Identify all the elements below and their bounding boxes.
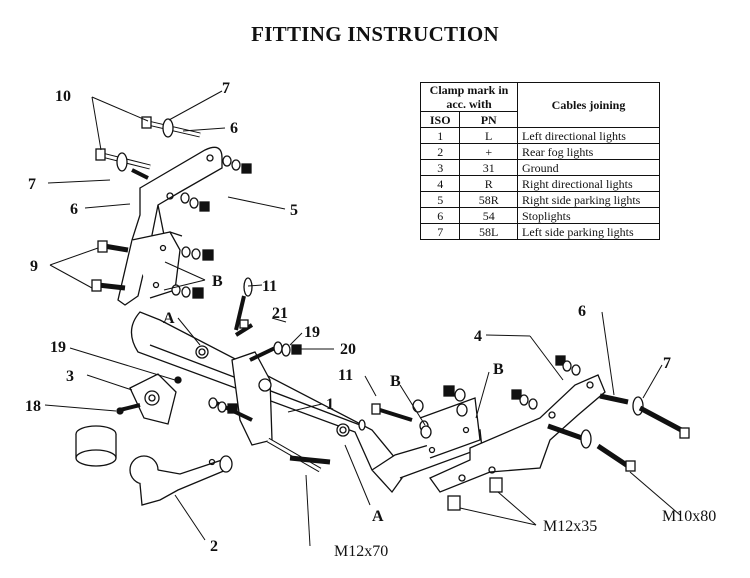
side-bracket-left (117, 146, 223, 306)
center-bracket (208, 277, 331, 473)
legend-cable: Ground (517, 159, 660, 176)
callout-6-right: 6 (578, 303, 586, 320)
legend-pn: 54 (459, 207, 518, 224)
callout-2: 2 (210, 538, 218, 555)
legend-iso: 5 (419, 191, 461, 208)
callout-7-right: 7 (663, 355, 671, 372)
legend-row: 6 54 Stoplights (419, 207, 660, 224)
legend-cable: Rear fog lights (517, 143, 660, 160)
callout-11-lower: 11 (338, 367, 353, 384)
callout-11-upper: 11 (262, 278, 277, 295)
side-bracket-right (419, 374, 606, 511)
legend-header-cables: Cables joining (517, 82, 660, 128)
legend-iso: 1 (419, 127, 461, 144)
legend-iso: 4 (419, 175, 461, 192)
legend-pn: 58R (459, 191, 518, 208)
bolt-set-right (358, 355, 690, 472)
legend-iso: 7 (419, 223, 461, 240)
callout-a-top: A (163, 310, 175, 327)
socket-plate (116, 373, 182, 425)
callout-10: 10 (55, 88, 71, 105)
nut-set-upper (180, 155, 252, 212)
callout-3: 3 (66, 368, 74, 385)
legend-pn: 31 (459, 159, 518, 176)
callout-18: 18 (25, 398, 41, 415)
legend-iso: 2 (419, 143, 461, 160)
legend-pn: + (459, 143, 518, 160)
callout-6-top: 6 (230, 120, 238, 137)
callout-b-left: B (212, 273, 223, 290)
callout-9: 9 (30, 258, 38, 275)
tow-ball (75, 425, 233, 506)
legend-row: 1 L Left directional lights (419, 127, 660, 144)
legend-col-iso: ISO (419, 111, 461, 128)
callout-5: 5 (290, 202, 298, 219)
legend-row: 2 + Rear fog lights (419, 143, 660, 160)
legend-row: 3 31 Ground (419, 159, 660, 176)
legend-row: 4 R Right directional lights (419, 175, 660, 192)
legend-pn: R (459, 175, 518, 192)
legend-cable: Stoplights (517, 207, 660, 224)
leader-lines (44, 90, 681, 547)
legend-cable: Right directional lights (517, 175, 660, 192)
legend-col-pn: PN (459, 111, 518, 128)
page-title: FITTING INSTRUCTION (251, 22, 499, 46)
bolt-set-nine (91, 240, 214, 299)
legend-iso: 6 (419, 207, 461, 224)
legend-header-clamp: Clamp mark in acc. with (420, 82, 518, 112)
callout-21: 21 (272, 305, 288, 322)
legend-pn: 58L (459, 223, 518, 240)
legend-row: 7 58L Left side parking lights (419, 223, 660, 240)
legend-cable: Left side parking lights (517, 223, 660, 240)
callout-7-top: 7 (222, 80, 230, 97)
legend-row: 5 58R Right side parking lights (419, 191, 660, 208)
size-m12x70: M12x70 (334, 543, 388, 560)
size-m12x35: M12x35 (543, 518, 597, 535)
callout-4: 4 (474, 328, 482, 345)
legend-cable: Right side parking lights (517, 191, 660, 208)
callout-19-right: 19 (304, 324, 320, 341)
size-m10x80: M10x80 (662, 508, 716, 525)
cable-legend-table: Clamp mark in acc. with Cables joining I… (419, 82, 660, 240)
legend-cable: Left directional lights (517, 127, 660, 144)
legend-iso: 3 (419, 159, 461, 176)
callout-b-right: B (493, 361, 504, 378)
bolt-set-top (95, 116, 201, 180)
callout-20: 20 (340, 341, 356, 358)
callout-b-mid: B (390, 373, 401, 390)
callout-7-left: 7 (28, 176, 36, 193)
legend-pn: L (459, 127, 518, 144)
callout-1: 1 (326, 396, 334, 413)
callout-a-bottom: A (372, 508, 384, 525)
callout-19-left: 19 (50, 339, 66, 356)
callout-6-left: 6 (70, 201, 78, 218)
